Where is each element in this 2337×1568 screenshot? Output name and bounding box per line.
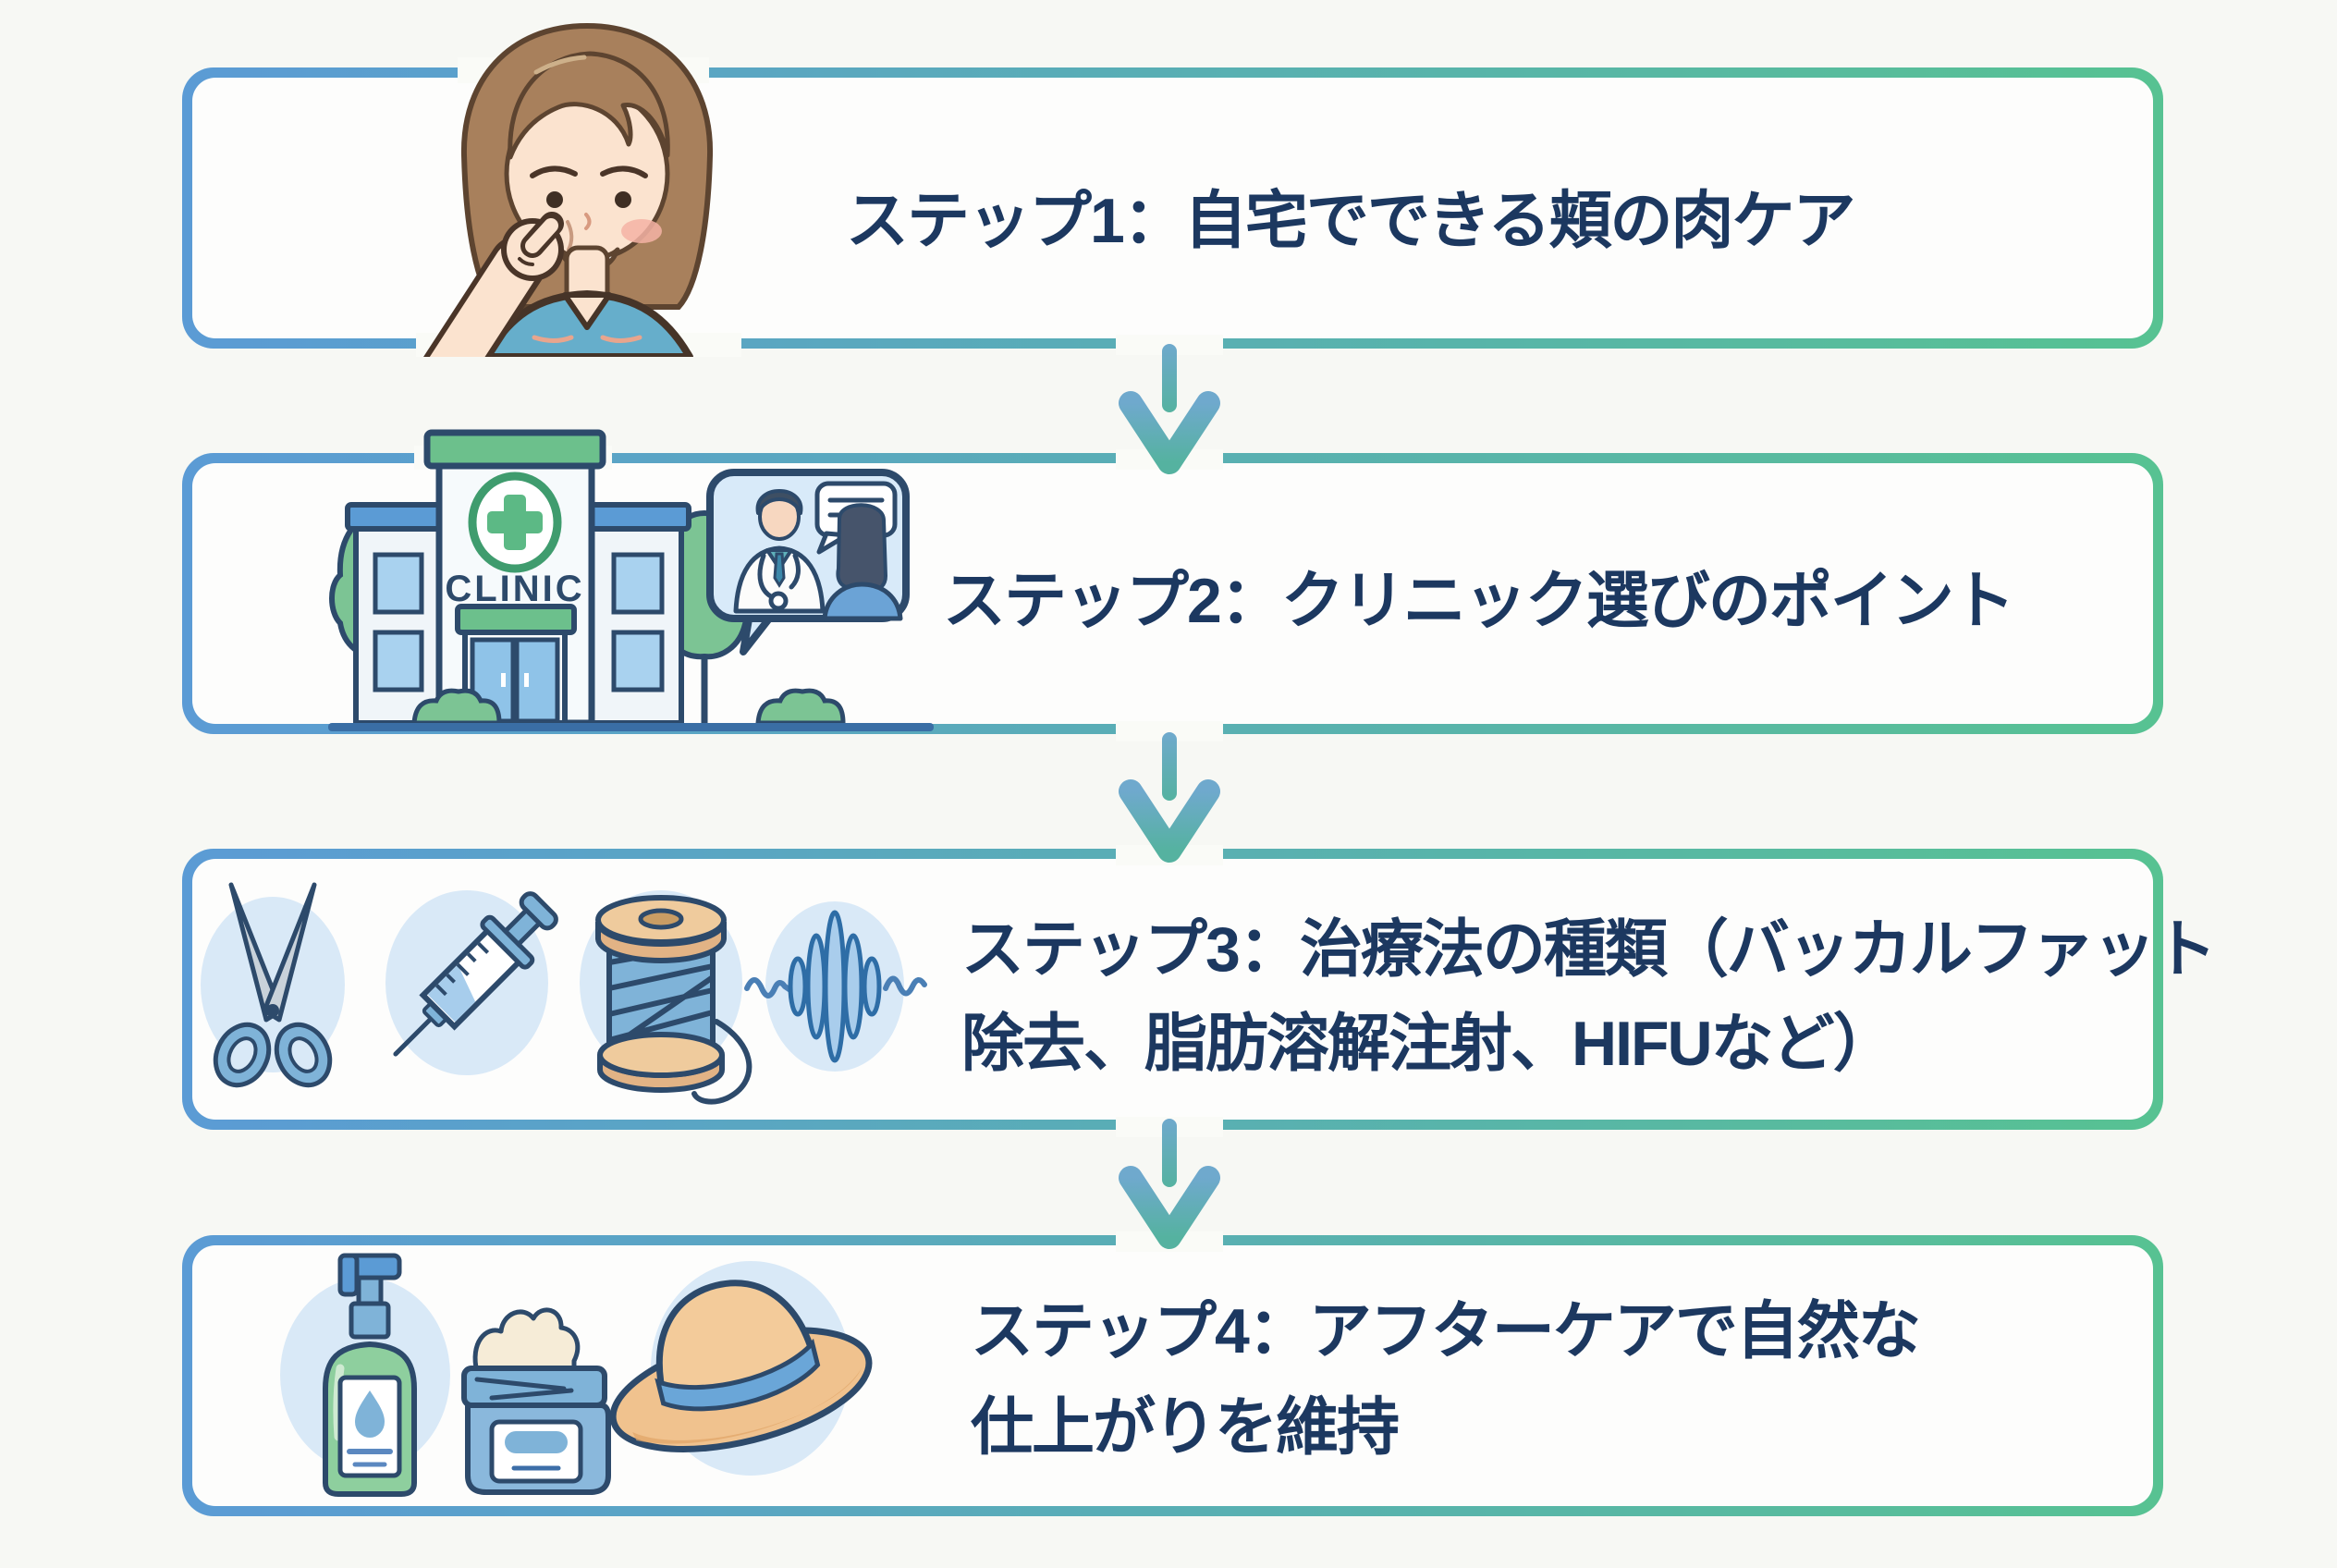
tower-roof <box>423 429 606 470</box>
hair-bangs <box>508 51 670 160</box>
arrow-head <box>1119 779 1220 863</box>
thread-tail <box>691 1019 752 1105</box>
border-gap <box>1116 721 1223 741</box>
label-pill <box>505 1431 568 1453</box>
eyebrow-left <box>530 165 578 178</box>
ultrasound-wave-icon <box>744 910 927 1063</box>
entrance-awning <box>455 604 577 635</box>
knuckle-line <box>518 257 534 266</box>
step-2-title: ステップ2：クリニック選びのポイント <box>943 566 2015 636</box>
jar-lid-lines <box>474 1377 574 1401</box>
doctor-tie <box>773 552 786 588</box>
blush-right <box>621 219 662 243</box>
right-wing <box>589 515 684 726</box>
flow-arrow-down-3 <box>1119 1119 1220 1249</box>
cream-jar-icon <box>461 1307 611 1495</box>
sun-hat-icon <box>609 1280 873 1452</box>
scissors-pivot <box>266 1004 279 1017</box>
syringe-icon <box>393 891 558 1057</box>
wave-squiggle-left <box>744 977 793 998</box>
window <box>373 630 424 692</box>
thread-spool-icon <box>595 895 752 1105</box>
eyebrow-right <box>600 165 648 178</box>
flow-arrow-down-2 <box>1119 732 1220 863</box>
pump-bottle-icon <box>323 1253 417 1497</box>
wave-pulse <box>862 956 882 1017</box>
arrow-head <box>1119 1166 1220 1249</box>
step-4-title-line-2: 仕上がりを維持 <box>971 1392 1400 1463</box>
patient-hair <box>836 503 887 593</box>
scissors-handle-hole <box>226 1036 258 1073</box>
spool-hole <box>638 908 684 930</box>
step-3-title-line-2: 除去、脂肪溶解注射、HIFUなど） <box>961 1009 1896 1079</box>
stethoscope-tube <box>789 553 801 590</box>
bush <box>755 688 846 726</box>
scissors-icon <box>213 882 333 1088</box>
arrow-stem <box>1162 344 1177 412</box>
woman-touching-cheek-illustration <box>423 22 714 357</box>
consultation-icon <box>706 469 910 655</box>
consultation-bubble-illustration <box>706 469 910 655</box>
woman-icon <box>423 22 714 357</box>
syringe-needle <box>393 1014 435 1057</box>
cream-swirl <box>472 1307 581 1375</box>
arrow-head <box>1119 391 1220 474</box>
collar <box>562 292 612 330</box>
window <box>611 630 665 692</box>
water-drop-icon <box>355 1390 385 1438</box>
step-1-title: ステップ1：自宅でできる頬の肉ケア <box>846 186 1855 256</box>
arm <box>429 242 540 357</box>
left-wing <box>353 515 444 726</box>
spool-bottom-flange <box>597 1032 725 1078</box>
hair-highlight <box>533 55 587 75</box>
arrow-stem <box>1162 732 1177 801</box>
pointing-hand <box>423 212 564 357</box>
window <box>611 552 665 615</box>
door-right <box>514 637 560 724</box>
window <box>373 552 424 615</box>
bush <box>411 688 502 726</box>
wave-pulse <box>823 910 847 1063</box>
eye-left <box>546 191 563 208</box>
eye-right <box>615 191 631 208</box>
collarbone-right <box>600 335 642 343</box>
syringe-plunger-cap <box>519 891 558 931</box>
wave-pulse <box>788 956 808 1017</box>
doctor-icon <box>733 489 826 614</box>
door-handle <box>501 673 506 687</box>
wave-squiggle-right <box>883 975 927 997</box>
step-3-title-line-1: ステップ3：治療法の種類（バッカルファット <box>961 914 2217 985</box>
nose <box>584 213 592 230</box>
step-4-title-line-1: ステップ4：アフターケアで自然な <box>971 1296 1921 1366</box>
arrow-stem <box>1162 1119 1177 1187</box>
scissors-handle-hole <box>288 1036 319 1073</box>
wave-pulse <box>842 933 864 1040</box>
hat-band <box>655 1338 821 1412</box>
syringe-liquid <box>427 964 476 1023</box>
aftercare-icons-illustration <box>280 1253 873 1497</box>
treatment-icons-illustration <box>201 882 927 1105</box>
door-handle <box>524 673 529 687</box>
stethoscope-chestpiece <box>768 591 789 611</box>
clinic-sign-label: CLINIC <box>445 569 584 609</box>
flow-arrow-down-1 <box>1119 344 1220 474</box>
patient-shoulders <box>822 582 903 621</box>
ground-line <box>328 723 934 731</box>
right-wing-roof <box>581 502 691 532</box>
bottle-neck <box>349 1301 391 1340</box>
cheek-crease <box>566 220 574 251</box>
pump-stem <box>356 1275 384 1306</box>
doctor-hair <box>755 489 803 515</box>
collarbone-left <box>532 335 574 343</box>
patient-icon <box>822 503 903 621</box>
medical-cross-icon <box>487 511 543 533</box>
wave-pulse <box>805 933 827 1040</box>
index-finger <box>525 218 558 253</box>
left-wing-roof <box>345 502 452 532</box>
pump-spout <box>337 1253 360 1297</box>
syringe-scale-marks <box>435 942 490 997</box>
